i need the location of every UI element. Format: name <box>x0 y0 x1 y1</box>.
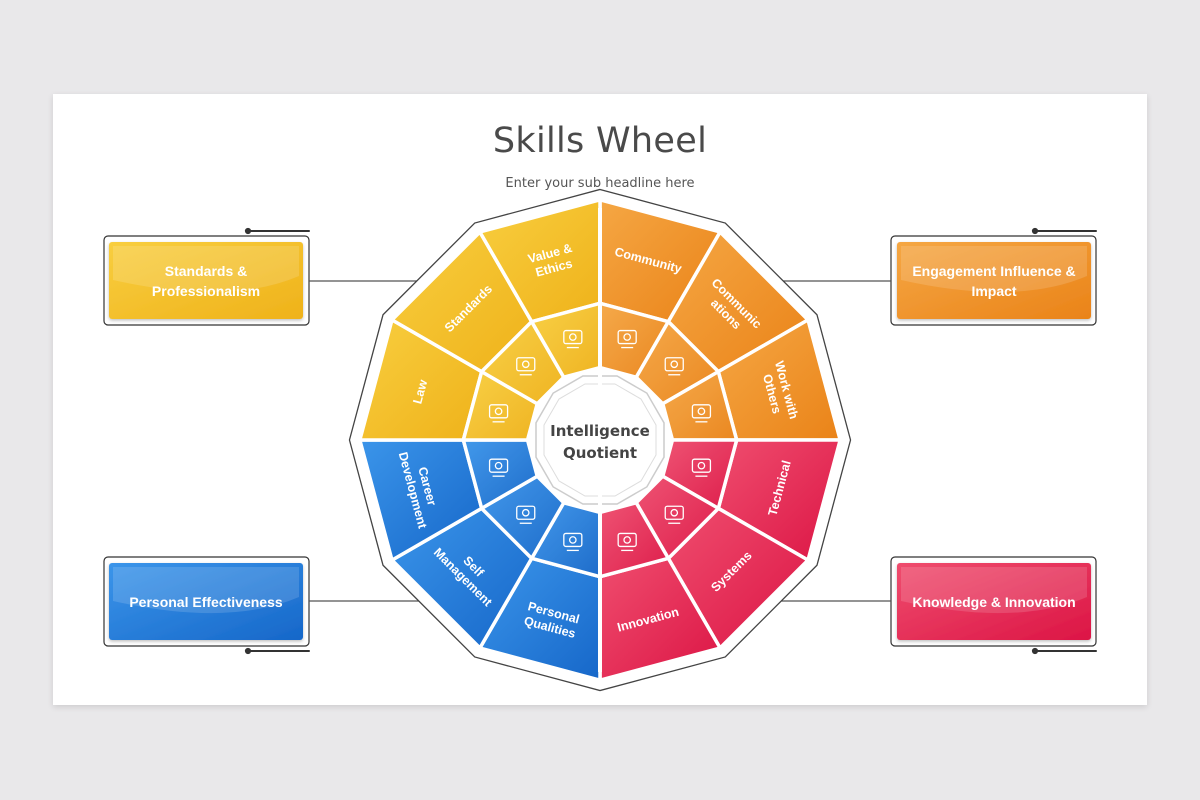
self-management-icon <box>516 505 536 524</box>
team-icon <box>617 329 637 349</box>
career-growth-icon <box>488 458 509 477</box>
frame-tab-dot-2 <box>1031 227 1039 235</box>
frame-tab-dot-3 <box>244 647 252 655</box>
scales-icon <box>488 404 509 423</box>
computer-settings-icon <box>664 505 684 524</box>
page-title: Skills Wheel <box>492 121 708 161</box>
group-box-gloss-2 <box>901 246 1087 293</box>
group-box-1[interactable] <box>109 242 303 319</box>
hands-heart-icon <box>563 329 583 349</box>
group-box-gloss-1 <box>113 246 299 293</box>
wheel-center-inner-line <box>543 383 657 497</box>
frame-tab-dot-1 <box>244 227 252 235</box>
group-box-4[interactable] <box>897 563 1091 640</box>
collaboration-icon <box>691 404 712 423</box>
group-box-3[interactable] <box>109 563 303 640</box>
group-box-gloss-4 <box>901 567 1087 614</box>
segment-label-10: Law <box>410 378 430 405</box>
center-label: Intelligence Quotient <box>550 422 650 462</box>
lightbulb-gear-icon <box>617 532 637 552</box>
checklist-icon <box>516 357 536 376</box>
frame-tab-dot-4 <box>1031 647 1039 655</box>
technical-document-icon <box>691 458 712 477</box>
group-box-gloss-3 <box>113 567 299 614</box>
person-clipboard-icon <box>563 532 583 552</box>
megaphone-icon <box>664 357 684 376</box>
page-subtitle: Enter your sub headline here <box>505 176 695 191</box>
group-box-2[interactable] <box>897 242 1091 319</box>
